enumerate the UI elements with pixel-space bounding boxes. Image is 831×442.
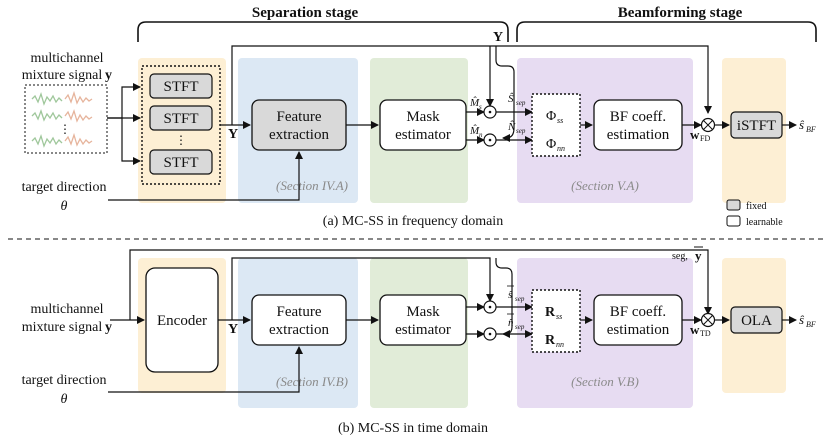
covariance-group [531,93,581,157]
caption-b: (b) MC-SS in time domain [338,421,488,436]
section-IV-A: (Section IV.A) [276,178,348,193]
w-fd-label: w [690,127,700,142]
S-hat-label: Ŝ [508,93,514,105]
feature-label-2: extraction [269,127,329,143]
beamforming-brace [516,21,817,42]
S-hat-sub: sep [516,99,526,107]
section-V-B: (Section V.B) [571,374,639,389]
waveform-channels [31,90,93,148]
beamforming-stage-title: Beamforming stage [618,5,743,21]
seg-label: seg, [672,251,688,262]
output-s-top-sub: BF [806,125,816,134]
Y-label-b: Y [228,322,238,337]
input-symbol-y: y [105,68,112,83]
R-nn-label: R [545,333,556,348]
caption-a: (a) MC-SS in frequency domain [323,214,503,229]
covariance-group-b [531,289,581,353]
stft-block-3 [149,149,213,175]
stft-block-1 [149,73,213,99]
mask-n-sub: n [479,131,483,139]
section-V-A: (Section V.A) [571,178,639,193]
N-hat-sub: sep [516,127,526,135]
mask-estimator-block [379,99,467,151]
legend-learnable-label: learnable [746,217,783,228]
mask-label-2: estimator [395,127,451,143]
output-s-bottom-sub: BF [806,320,816,329]
mask-b-label-1: Mask [406,304,440,320]
mask-b-label-2: estimator [395,322,451,338]
bf-label-1: BF coeff. [610,109,666,125]
mask-estimator-block-b [379,294,467,346]
N-hat-label: N̂ [507,120,516,133]
bf-b-label-2: estimation [607,322,670,338]
istft-label: iSTFT [737,118,776,134]
legend-fixed-swatch [726,199,741,211]
Y-label: Y [228,127,238,142]
input-label-b-line2: mixture signal [22,320,103,335]
Y-top-label: Y [493,30,503,45]
output-s-top: ŝ [799,117,805,132]
s-hat-sub-b: sep [515,295,525,303]
input-label-b-line1: multichannel [30,302,103,317]
n-hat-sub-b: sep [515,323,525,331]
w-fd-sub: FD [700,134,710,143]
legend-learnable-swatch [726,215,741,227]
mask-n-label: M̂ [469,124,480,137]
section-IV-B: (Section IV.B) [276,374,348,389]
stft-label-3: STFT [163,155,198,171]
theta-bottom: θ [61,392,68,407]
feature-label-1: Feature [277,109,322,125]
stft-ellipsis: ⋮ [175,133,187,147]
theta-top: θ [61,199,68,214]
output-s-bottom: ŝ [799,312,805,327]
phi-ss-label: Φ [546,109,556,124]
seg-y-label: y [695,248,702,263]
s-hat-label-b: ŝ [508,289,513,301]
ola-label: OLA [741,313,772,329]
n-hat-label-b: n̂ [508,317,514,329]
w-td-label: w [690,322,700,337]
mask-label-1: Mask [406,109,440,125]
feature-b-label-1: Feature [277,304,322,320]
R-ss-sub: ss [556,312,562,321]
phi-nn-sub: nn [557,144,565,153]
phi-ss-sub: ss [557,116,563,125]
input-label-line1: multichannel [30,51,103,66]
bf-label-2: estimation [607,127,670,143]
waveform-ellipsis: ⋮ [59,122,71,136]
feature-b-label-2: extraction [269,322,329,338]
encoder-label: Encoder [157,313,207,329]
separation-stage-title: Separation stage [252,5,359,21]
R-ss-label: R [545,305,556,320]
mask-s-sub: s [479,103,482,111]
separation-brace [137,21,509,42]
mask-s-label: M̂ [469,96,480,109]
legend-fixed-label: fixed [746,201,767,212]
input-label-line2: mixture signal [22,68,103,83]
stft-block-2 [149,105,213,131]
input-symbol-y-b: y [105,320,112,335]
stft-label-1: STFT [163,79,198,95]
R-nn-sub: nn [556,340,564,349]
stft-label-2: STFT [163,111,198,127]
bf-b-label-1: BF coeff. [610,304,666,320]
target-direction-label-b: target direction [22,373,107,388]
phi-nn-label: Φ [546,137,556,152]
target-direction-label: target direction [22,180,107,195]
w-td-sub: TD [700,329,711,338]
